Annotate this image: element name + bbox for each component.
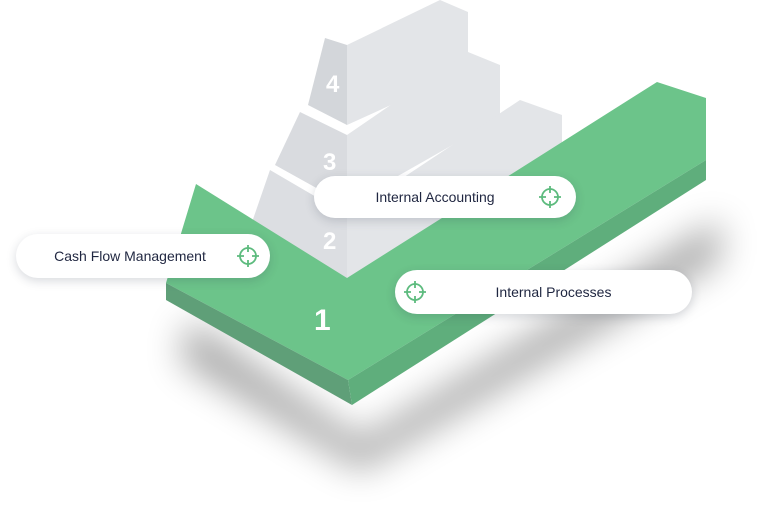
step-number-4: 4 bbox=[326, 71, 340, 98]
target-crosshair-icon bbox=[536, 183, 564, 211]
step-4 bbox=[308, 0, 468, 125]
cash-flow-management-pill[interactable]: Cash Flow Management bbox=[16, 234, 270, 278]
internal-processes-label: Internal Processes bbox=[495, 284, 612, 300]
internal-processes-pill[interactable]: Internal Processes bbox=[395, 270, 692, 314]
internal-accounting-pill[interactable]: Internal Accounting bbox=[314, 176, 576, 218]
step-number-1: 1 bbox=[314, 304, 331, 337]
target-crosshair-icon bbox=[401, 278, 429, 306]
internal-accounting-label: Internal Accounting bbox=[375, 189, 495, 205]
step-number-3: 3 bbox=[323, 149, 337, 176]
step-number-2: 2 bbox=[323, 228, 337, 255]
cash-flow-management-label: Cash Flow Management bbox=[54, 248, 206, 264]
target-crosshair-icon bbox=[234, 242, 262, 270]
